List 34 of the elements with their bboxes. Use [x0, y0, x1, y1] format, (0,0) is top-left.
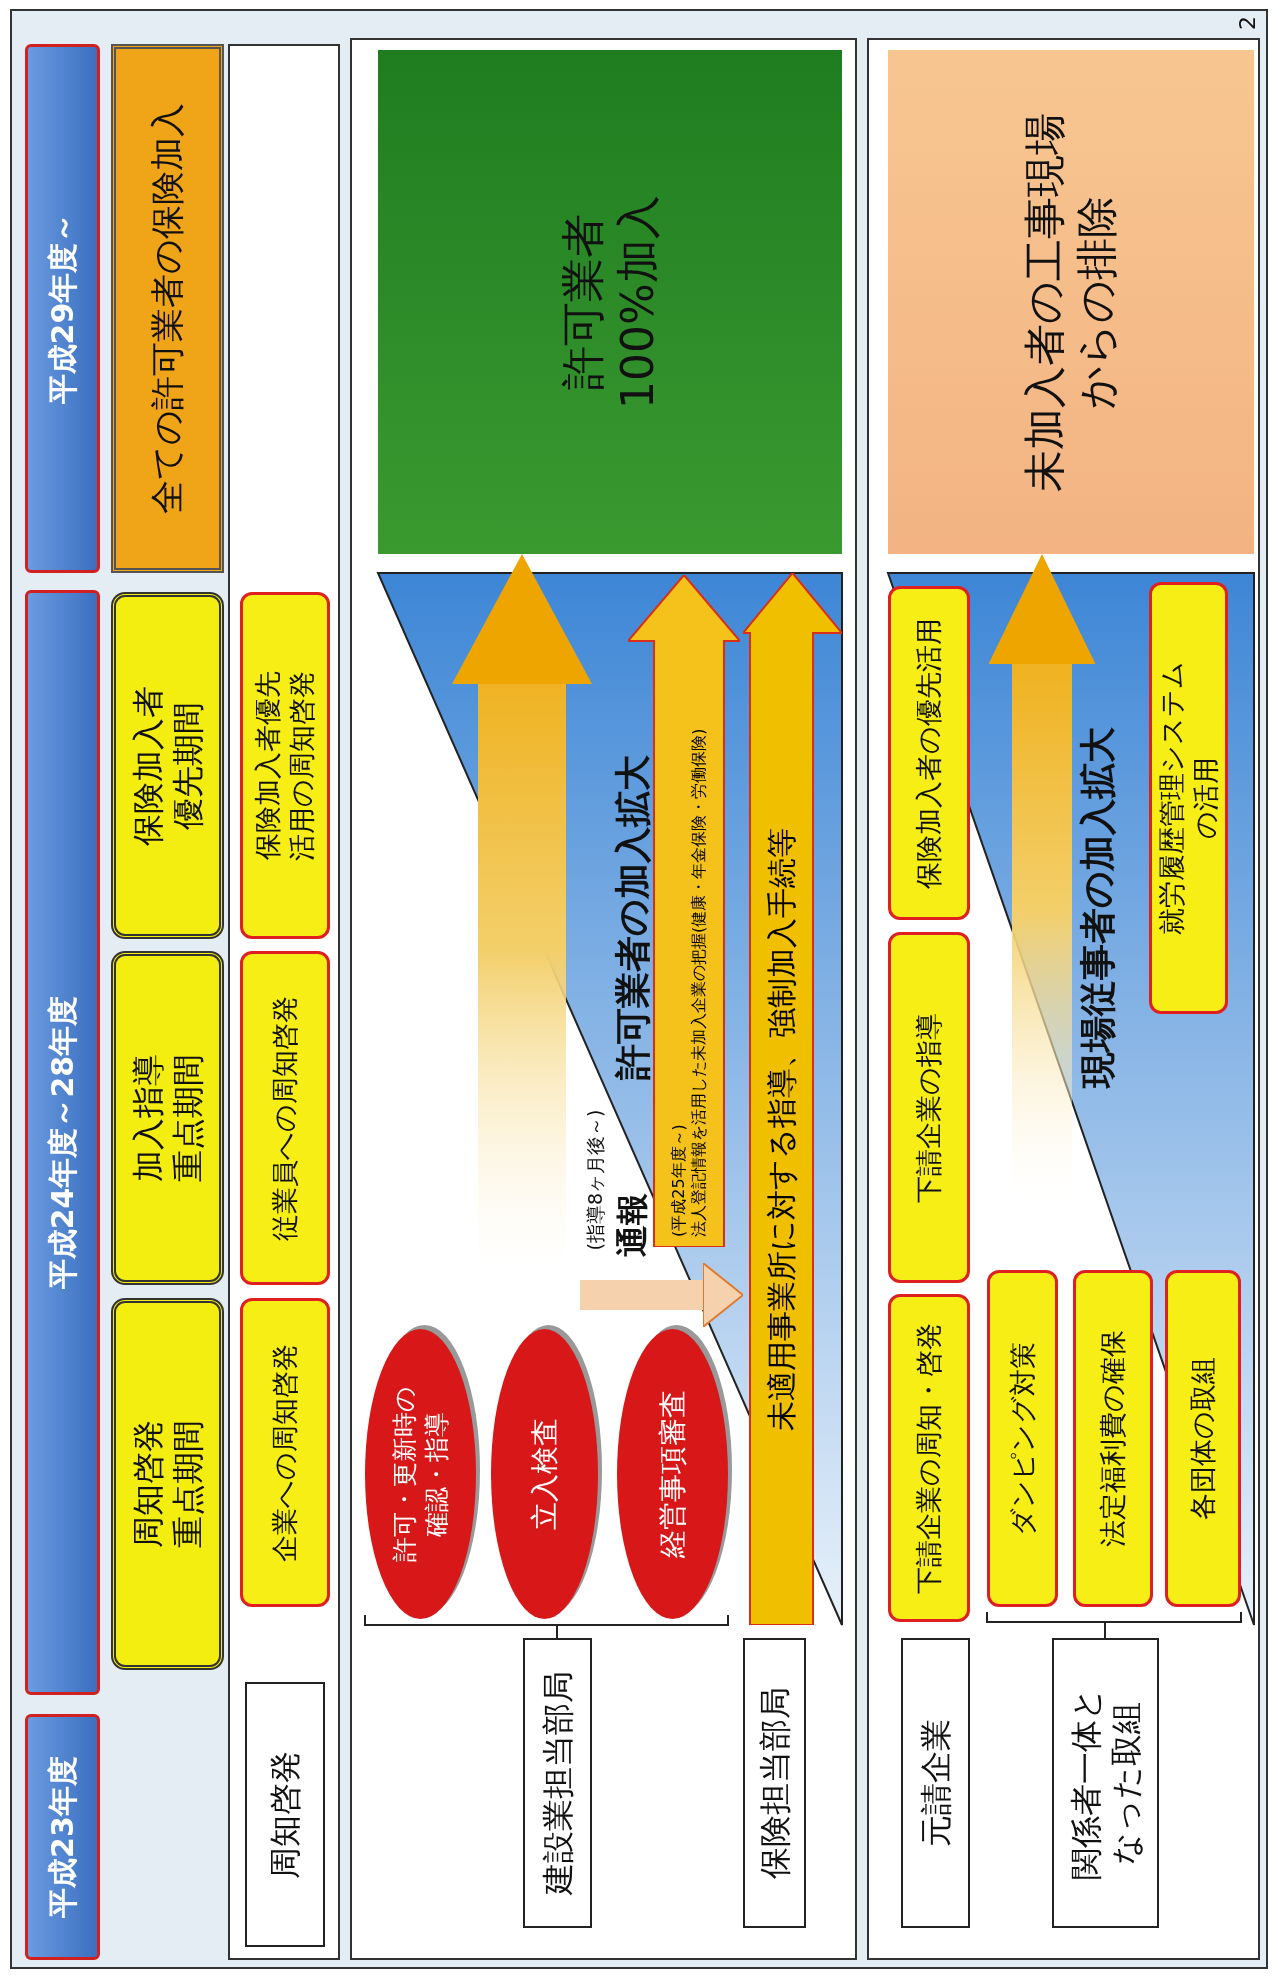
note-text: (指導8ヶ月後～) [583, 1108, 607, 1253]
action-box: 保険加入者優先活用の周知啓発 [240, 592, 330, 939]
action-box: 下請企業の指導 [888, 932, 970, 1283]
arrow-text: 未適用事業所に対する指導、強制加入手続等 [762, 827, 800, 1431]
page-number: 2 [1233, 15, 1261, 32]
arrow-text: 法人登記情報を活用した未加入企業の把握(健康・年金保険・労働保険) [689, 728, 709, 1237]
row-label: 周知啓発 [245, 1682, 325, 1947]
row-label: 建設業担当部局 [523, 1638, 592, 1928]
action-box: 法定福利費の確保 [1073, 1270, 1153, 1607]
action-box: 従業員への周知啓発 [240, 951, 330, 1285]
period-header: 平成23年度 [25, 1714, 100, 1960]
goal-panel: 未加入者の工事現場からの排除 [888, 50, 1254, 554]
row-label: 元請企業 [901, 1638, 970, 1928]
row-label: 関係者一体となった取組 [1052, 1638, 1159, 1928]
period-header: 平成29年度～ [25, 44, 100, 573]
block-arrow [580, 1262, 744, 1328]
arrow-banner [743, 573, 842, 1625]
goal-box: 全ての許可業者の保険加入 [111, 44, 224, 573]
goal-panel: 許可業者100%加入 [378, 50, 842, 554]
arrow-text: (平成25年度～) [669, 1124, 689, 1237]
edge-label: 通報 [612, 1192, 652, 1259]
action-box: 企業への周知啓発 [240, 1298, 330, 1607]
period-box: 保険加入者優先期間 [111, 592, 224, 939]
period-box: 加入指導重点期間 [111, 951, 224, 1285]
heading-text: 許可業者の加入拡大 [610, 753, 654, 1082]
action-box: 下請企業の周知・啓発 [888, 1294, 970, 1622]
action-box: 各団体の取組 [1165, 1270, 1241, 1607]
action-box: 就労履歴管理システムの活用 [1149, 582, 1228, 1014]
action-box: 保険加入者の優先活用 [888, 586, 970, 920]
period-box: 周知啓発重点期間 [111, 1298, 224, 1670]
period-header: 平成24年度～28年度 [25, 590, 100, 1695]
heading-text: 現場従事者の加入拡大 [1075, 725, 1119, 1091]
action-box: ダンピング対策 [987, 1270, 1058, 1607]
row-label: 保険担当部局 [743, 1638, 806, 1928]
